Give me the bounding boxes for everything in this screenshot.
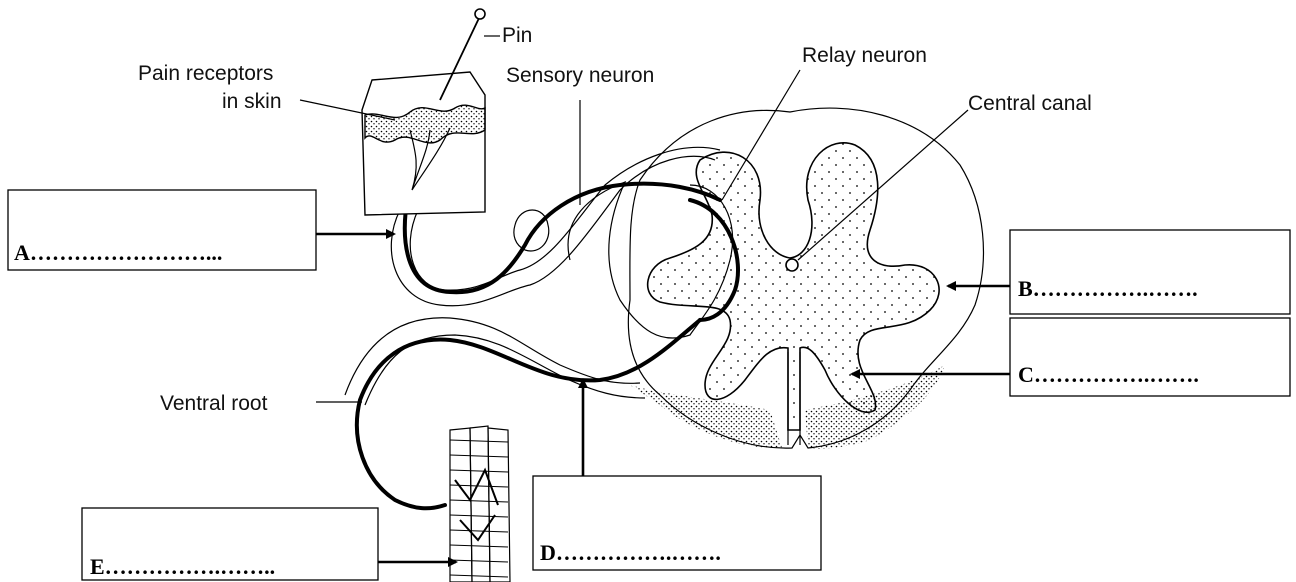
answer-box-d-text: D…………….……. (540, 540, 721, 565)
answer-box-b-text: B…………….……. (1018, 276, 1198, 301)
label-central-canal: Central canal (968, 92, 1092, 115)
answer-box-a-text: A……………………... (14, 240, 222, 265)
answer-box-c-text: C…………….……. (1018, 362, 1199, 387)
ventral-stipple-left (630, 385, 782, 448)
muscle-effector (450, 426, 510, 582)
label-relay-neuron: Relay neuron (802, 44, 927, 67)
answer-box-e-text: E…………….…….. (90, 554, 275, 579)
label-pain-receptors-2: in skin (222, 90, 282, 113)
label-sensory-neuron: Sensory neuron (506, 64, 654, 87)
grey-matter (648, 143, 939, 430)
dorsal-root-ganglion (514, 210, 549, 251)
answer-box-b[interactable] (1010, 230, 1290, 314)
relay-neuron-leader (722, 70, 800, 200)
pin-head (475, 9, 485, 19)
central-canal (786, 259, 798, 271)
skin-block (362, 72, 485, 215)
label-ventral-root: Ventral root (160, 392, 268, 415)
label-pin: Pin (502, 24, 532, 47)
label-pain-receptors-1: Pain receptors (138, 62, 273, 85)
